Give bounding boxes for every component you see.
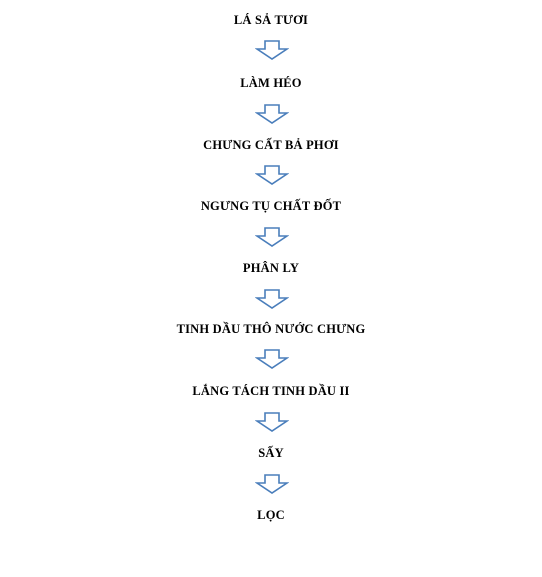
step-2: LÀM HÉO: [240, 76, 302, 90]
down-arrow-shape-3: [255, 165, 289, 185]
step-4: NGƯNG TỤ CHẤT ĐỐT: [200, 199, 342, 213]
step-8: SẤY: [258, 446, 284, 460]
down-arrow-shape-2: [255, 104, 289, 124]
down-arrow-shape-8: [255, 474, 289, 494]
step-5: PHÂN LY: [242, 261, 300, 275]
step-7: LẮNG TÁCH TINH DẦU II: [192, 384, 350, 398]
down-arrow-icon: [255, 289, 289, 309]
down-arrow-shape-6: [255, 349, 289, 369]
down-arrow-icon: [255, 349, 289, 369]
down-arrow-icon: [255, 412, 289, 432]
step-9: LỌC: [257, 508, 285, 522]
step-6: TINH DẦU THÔ NƯỚC CHƯNG: [176, 322, 366, 336]
down-arrow-shape-1: [255, 40, 289, 60]
step-1: LÁ SẢ TƯƠI: [233, 13, 309, 27]
down-arrow-icon: [255, 104, 289, 124]
step-3: CHƯNG CẤT BẢ PHƠI: [203, 138, 339, 152]
down-arrow-shape-7: [255, 412, 289, 432]
down-arrow-icon: [255, 474, 289, 494]
down-arrow-shape-4: [255, 227, 289, 247]
down-arrow-shape-5: [255, 289, 289, 309]
down-arrow-icon: [255, 165, 289, 185]
down-arrow-icon: [255, 40, 289, 60]
down-arrow-icon: [255, 227, 289, 247]
